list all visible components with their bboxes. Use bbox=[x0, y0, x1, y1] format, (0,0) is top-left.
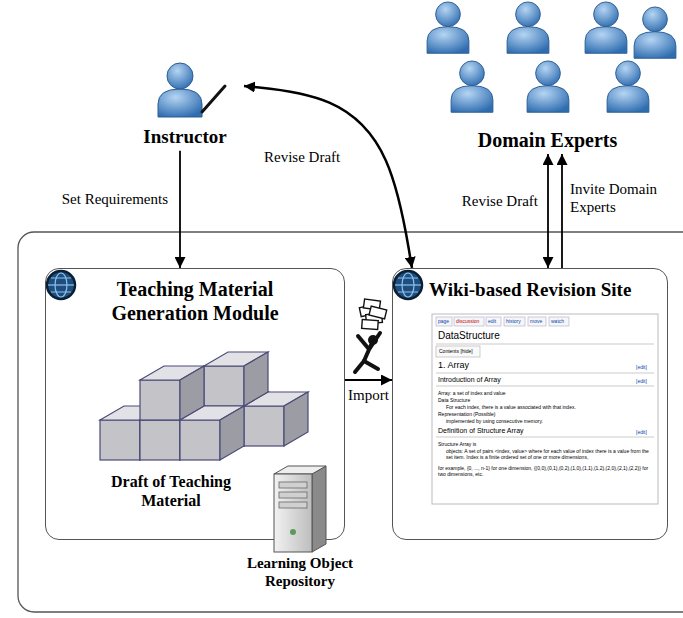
body-text: For each index, there is a value associa… bbox=[446, 404, 576, 410]
expert-icon bbox=[451, 61, 493, 112]
connector-arrow bbox=[547, 154, 549, 268]
body-text: objects: A set of pairs <index, value> w… bbox=[446, 448, 651, 460]
actor-name: Instructor bbox=[128, 126, 242, 149]
cube-stack bbox=[100, 352, 308, 460]
body-text: Data Structure bbox=[438, 397, 470, 403]
expert-icon bbox=[634, 7, 676, 58]
edge-label: Invite Domain Experts bbox=[568, 180, 678, 216]
edit-link: [edit] bbox=[636, 364, 647, 370]
connector-arrow bbox=[179, 151, 181, 268]
actor-name: Domain Experts bbox=[415, 128, 680, 152]
edge-label: Import bbox=[345, 386, 392, 404]
tab-label: move bbox=[530, 318, 542, 324]
section-heading: Introduction of Array bbox=[438, 376, 501, 384]
page-heading: DataStructure bbox=[438, 330, 500, 342]
expert-icon bbox=[585, 2, 627, 53]
runner-figure bbox=[355, 299, 387, 372]
edge-label: Revise Draft bbox=[430, 192, 540, 210]
contents-box: Contents [hide] bbox=[439, 348, 473, 354]
body-text: for example, {0, ..., n-1} for one dimen… bbox=[438, 465, 651, 477]
globe-icon bbox=[394, 271, 422, 299]
edit-link: [edit] bbox=[636, 378, 647, 384]
server-name: Learning Object Repository bbox=[232, 554, 368, 590]
body-text: implemented by using consecutive memory. bbox=[446, 418, 543, 424]
connector-arrow bbox=[561, 154, 563, 268]
body-text: Structure Array is bbox=[438, 441, 476, 447]
actor-icon: Instructor bbox=[128, 58, 242, 149]
edge-label: Revise Draft bbox=[262, 148, 362, 166]
expert-icon bbox=[607, 61, 649, 112]
module-title: Wiki-based Revision Site bbox=[393, 279, 667, 302]
body-text: Representation (Possible) bbox=[438, 411, 496, 417]
repository-server: Learning Object Repository bbox=[232, 462, 368, 590]
edge-label: Set Requirements bbox=[28, 190, 170, 208]
cube bbox=[204, 352, 268, 406]
wiki-screenshot bbox=[432, 314, 658, 504]
tab-label: watch bbox=[551, 318, 564, 324]
tab-label: history bbox=[506, 318, 521, 324]
section-heading: Definition of Structure Array bbox=[438, 427, 524, 435]
server-icon bbox=[264, 462, 336, 554]
module-title: Teaching Material Generation Module bbox=[46, 277, 344, 325]
section-heading: 1. Array bbox=[438, 360, 469, 371]
system-frame bbox=[18, 232, 683, 612]
body-text: Array: a set of index and value bbox=[438, 390, 506, 396]
illustration-caption: Draft of Teaching Material bbox=[96, 472, 246, 510]
expert-icon bbox=[527, 61, 569, 112]
cube bbox=[140, 366, 204, 420]
expert-icon bbox=[427, 2, 469, 53]
globe-icon bbox=[47, 271, 75, 299]
tab-label: page bbox=[438, 318, 449, 324]
expert-icon bbox=[507, 2, 549, 53]
connector-arrow bbox=[345, 379, 392, 381]
instructor-icon bbox=[158, 63, 202, 117]
actor-group: Domain Experts bbox=[415, 2, 680, 152]
connector-arrow bbox=[244, 86, 412, 268]
tab-label: edit bbox=[488, 318, 496, 324]
edit-link: [edit] bbox=[636, 429, 647, 435]
tab-label: discussion bbox=[456, 318, 479, 324]
pen-symbol bbox=[202, 86, 225, 112]
